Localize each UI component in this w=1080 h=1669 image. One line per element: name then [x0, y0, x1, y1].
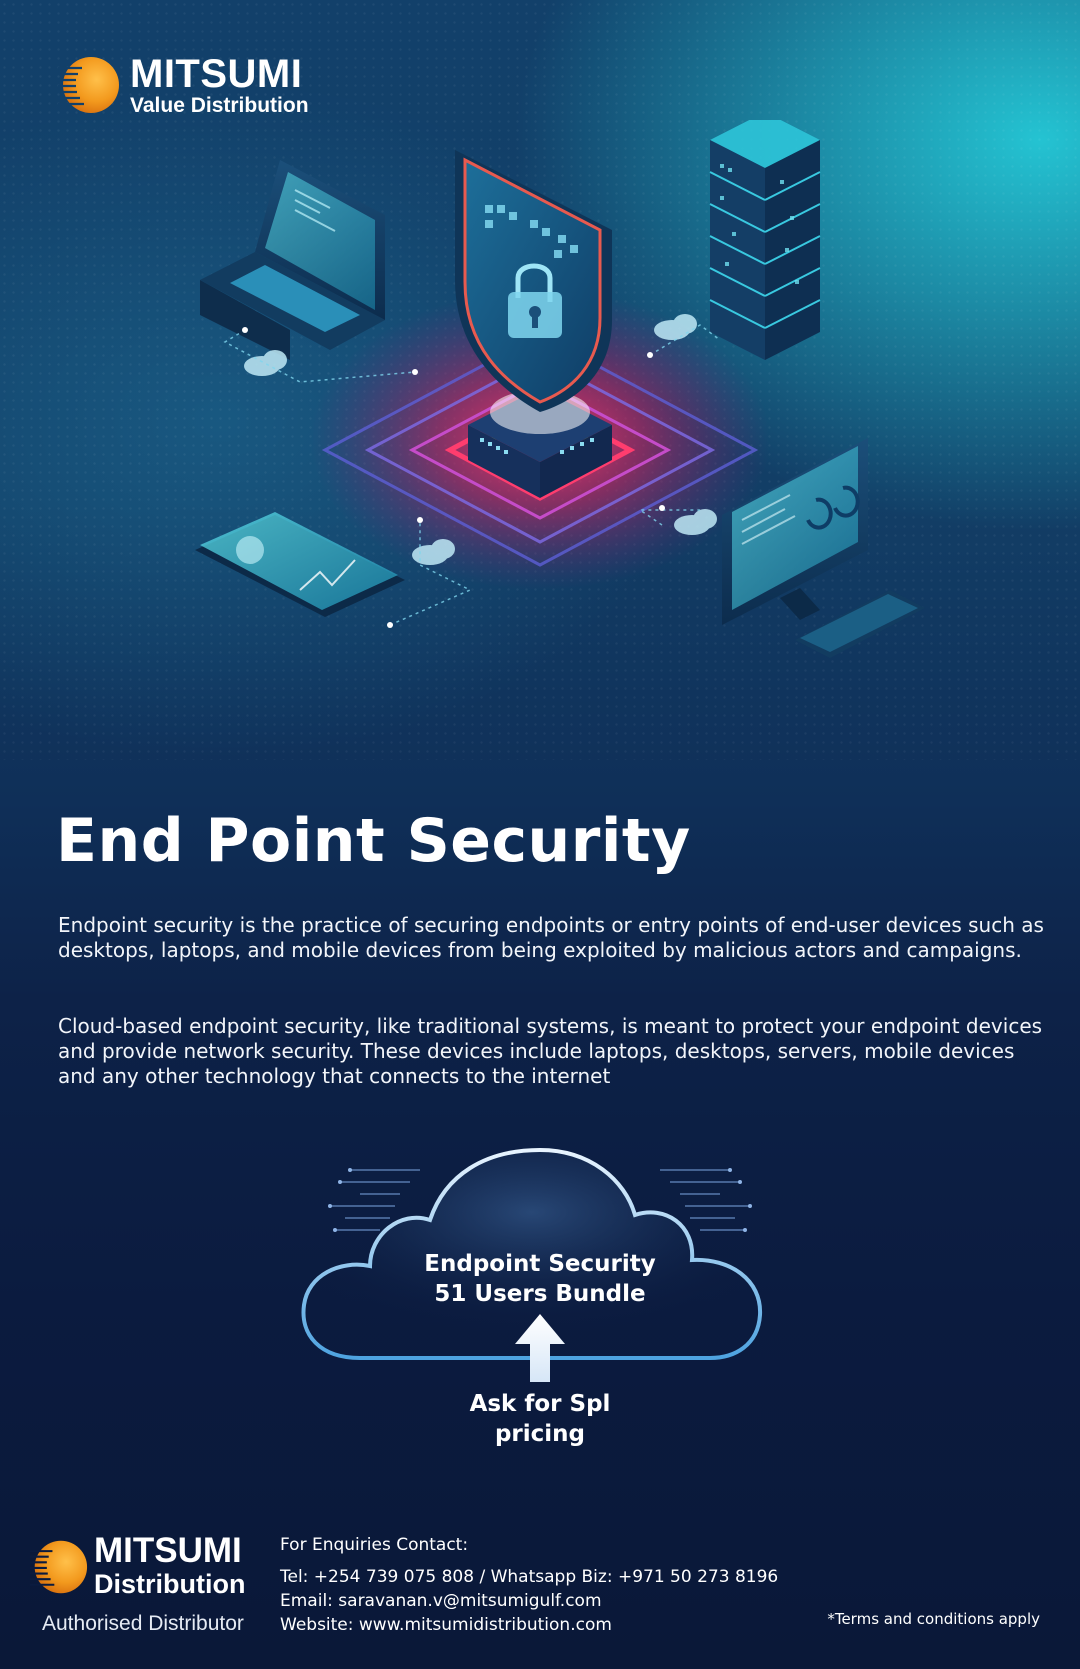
- up-arrow-icon: [515, 1314, 565, 1382]
- terms-note: *Terms and conditions apply: [827, 1610, 1040, 1628]
- bundle-line-2: 51 Users Bundle: [434, 1281, 646, 1307]
- contact-heading: For Enquiries Contact:: [280, 1535, 469, 1555]
- pricing-cta: Ask for Spl pricing: [0, 1389, 1080, 1449]
- footer-brand: MITSUMI Distribution Authorised Distribu…: [30, 1532, 270, 1642]
- contact-website[interactable]: Website: www.mitsumidistribution.com: [280, 1615, 612, 1635]
- bundle-title: Endpoint Security 51 Users Bundle: [0, 1249, 1080, 1309]
- desktop-monitor-icon: [722, 438, 925, 658]
- contact-email[interactable]: Email: saravanan.v@mitsumigulf.com: [280, 1591, 602, 1611]
- brand-tagline: Value Distribution: [130, 94, 309, 117]
- hero-illustration: [195, 120, 925, 658]
- tablet-icon: [195, 512, 405, 617]
- bundle-line-1: Endpoint Security: [424, 1251, 656, 1277]
- brand-name: MITSUMI: [130, 52, 303, 96]
- cloud-icon: [244, 314, 717, 565]
- page-title: End Point Security: [56, 806, 691, 876]
- cta-line-1: Ask for Spl: [469, 1391, 611, 1417]
- cloud-icon: [301, 1147, 763, 1360]
- intro-paragraph: Endpoint security is the practice of sec…: [58, 913, 1044, 962]
- footer-brand-name: MITSUMI: [94, 1531, 242, 1570]
- cloud-paragraph: Cloud-based endpoint security, like trad…: [58, 1014, 1043, 1088]
- brand-header: MITSUMI Value Distribution: [58, 52, 328, 122]
- laptop-icon: [200, 160, 385, 360]
- contact-tel[interactable]: Tel: +254 739 075 808 / Whatsapp Biz: +9…: [280, 1567, 779, 1587]
- authorised-label: Authorised Distributor: [42, 1612, 244, 1635]
- cta-line-2: pricing: [494, 1421, 586, 1447]
- orange-sphere-logo-icon: [58, 57, 119, 113]
- shield-lock-icon: [455, 150, 612, 412]
- orange-sphere-logo-icon: [30, 1540, 88, 1594]
- server-rack-icon: [709, 120, 821, 360]
- footer-brand-sub: Distribution: [94, 1569, 246, 1599]
- contact-block: For Enquiries Contact: Tel: +254 739 075…: [280, 1533, 840, 1637]
